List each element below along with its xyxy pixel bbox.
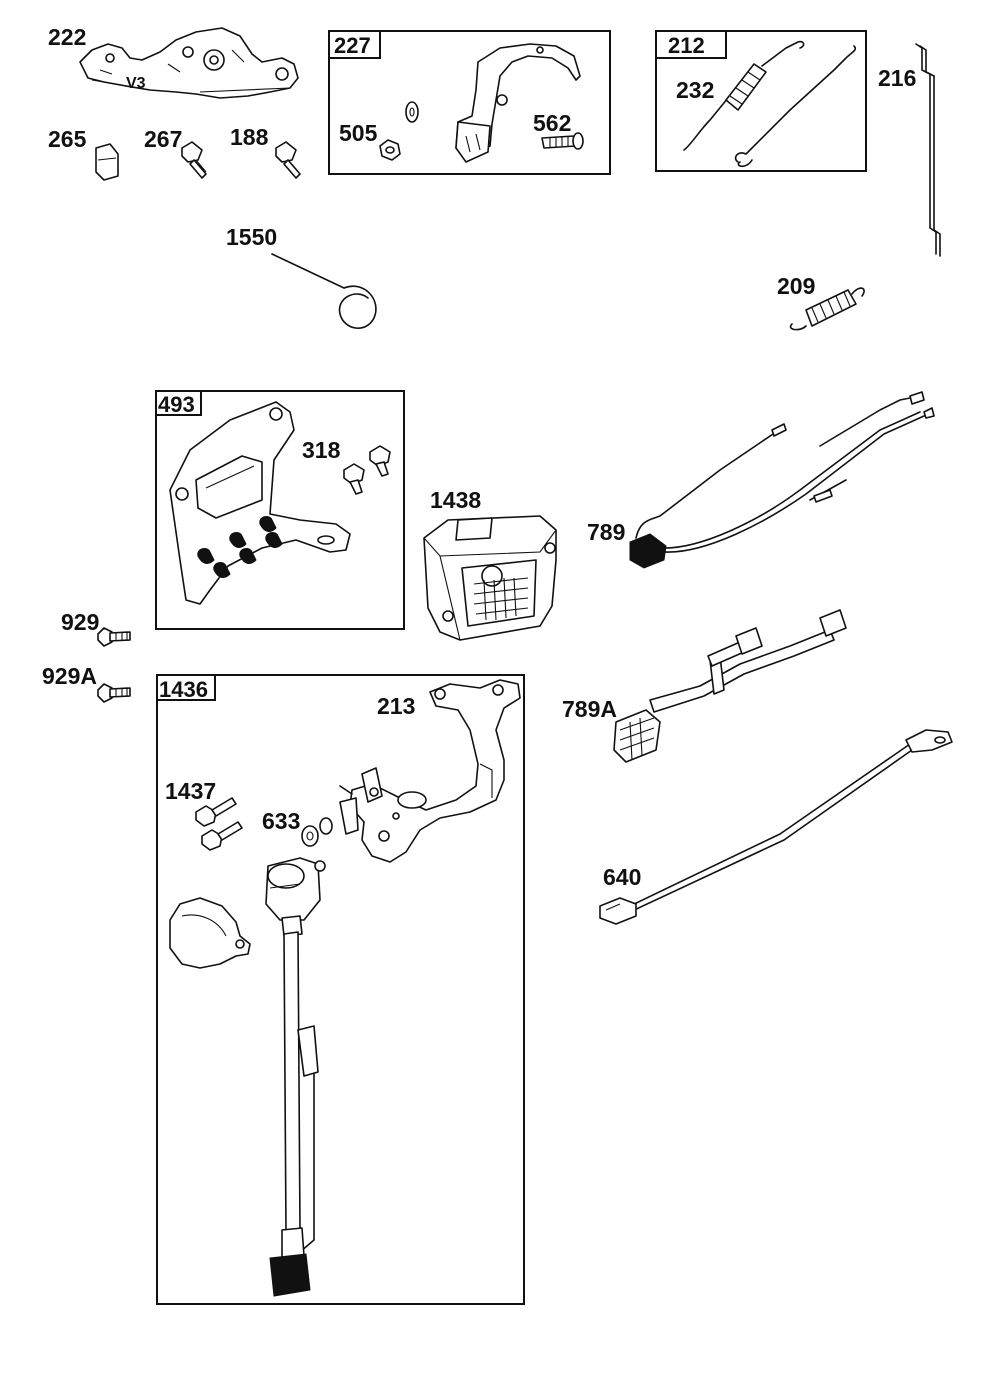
- part-209-spring: [789, 287, 865, 331]
- part-265-clip: [95, 143, 119, 181]
- part-267-screw: [181, 141, 207, 179]
- part-188-screw: [275, 141, 301, 179]
- group-label-212: 212: [668, 33, 705, 58]
- part-318-screws: [343, 445, 391, 495]
- group-1436: 1436: [156, 674, 525, 1305]
- terminal-set: [197, 516, 283, 578]
- part-pin-lever: [339, 767, 383, 803]
- part-227-bracket: [455, 43, 581, 163]
- part-212-link-rod: [734, 45, 857, 168]
- part-929-bolt: [97, 627, 131, 647]
- group-212: 212: [655, 30, 867, 172]
- part-213-bracket: [339, 679, 521, 863]
- part-789A-harness: [613, 609, 847, 763]
- part-222-control-plate: V3: [79, 27, 299, 99]
- stamp-text: V3: [126, 75, 146, 92]
- group-label-493: 493: [158, 392, 195, 417]
- part-633-washer: [301, 817, 333, 847]
- label-640: 640: [603, 864, 641, 890]
- group-493: 493: [155, 390, 405, 630]
- part-1550-wire-clip: [271, 253, 377, 329]
- label-1438: 1438: [430, 487, 481, 513]
- part-505-nut: [379, 101, 419, 161]
- group-label-227: 227: [334, 33, 371, 58]
- label-232: 232: [676, 77, 714, 103]
- group-227: 227: [328, 30, 611, 175]
- label-318: 318: [302, 437, 341, 463]
- part-493-bracket: [169, 401, 351, 605]
- part-1437-screws: [195, 797, 243, 851]
- group-label-1436: 1436: [159, 677, 208, 702]
- label-209: 209: [777, 273, 815, 299]
- label-929A: 929A: [42, 663, 97, 689]
- label-213: 213: [377, 693, 415, 719]
- label-929: 929: [61, 609, 99, 635]
- label-188: 188: [230, 124, 269, 150]
- label-505: 505: [339, 120, 378, 146]
- label-267: 267: [144, 126, 182, 152]
- part-1438-rectifier: [423, 515, 557, 641]
- label-216: 216: [878, 65, 916, 91]
- label-1437: 1437: [165, 778, 216, 804]
- label-265: 265: [48, 126, 87, 152]
- part-929A-bolt: [97, 683, 131, 703]
- label-633: 633: [262, 808, 300, 834]
- label-222: 222: [48, 24, 86, 50]
- label-789A: 789A: [562, 696, 617, 722]
- part-232-spring: [683, 40, 805, 151]
- label-562: 562: [533, 110, 571, 136]
- part-sensor-assembly: [265, 857, 326, 1297]
- label-1550: 1550: [226, 224, 277, 250]
- part-640-wire-lead: [599, 729, 953, 925]
- part-562-screw: [541, 132, 584, 150]
- part-sensor-cover: [169, 897, 251, 969]
- part-789-harness: [629, 391, 935, 569]
- label-789: 789: [587, 519, 625, 545]
- part-216-rod: [915, 43, 941, 257]
